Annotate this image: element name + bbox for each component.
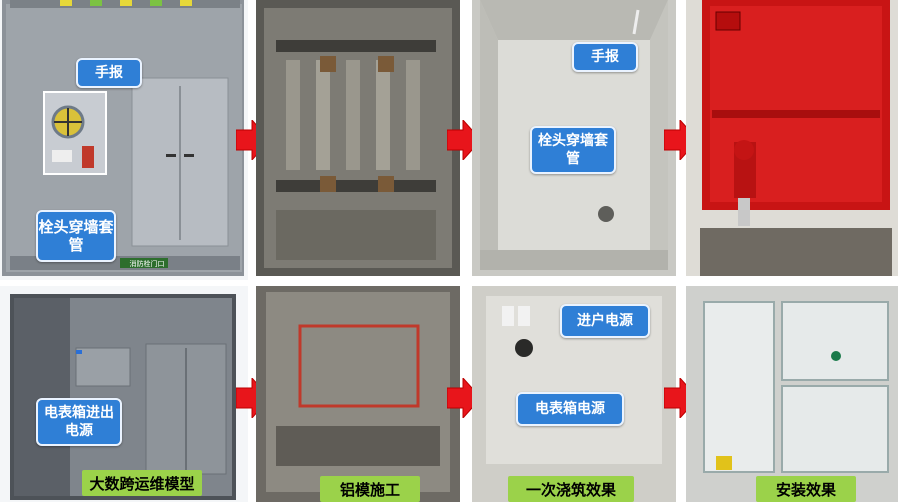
model-meter-illustration <box>10 294 236 500</box>
incoming-power-callout: 进户电源 <box>560 304 650 338</box>
caption-model: 大数跨运维模型 <box>82 470 202 496</box>
concrete-niche-photo-bottom: 进户电源 电表箱电源 一次浇筑效果 <box>472 286 676 502</box>
caption-install: 安装效果 <box>756 476 856 502</box>
meter-box-illustration <box>686 286 898 502</box>
hydrant-cabinet-illustration <box>686 0 898 276</box>
hydrant-sleeve-callout: 栓头穿墙套管 <box>530 126 616 174</box>
hydrant-sleeve-callout: 栓头穿墙套管 <box>36 210 116 262</box>
aluminum-formwork-photo-top <box>256 0 460 276</box>
model-hydrant-panel: 手报 栓头穿墙套管 消防栓门口 <box>0 0 248 280</box>
meter-box-power-callout: 电表箱进出电源 <box>36 398 122 446</box>
aluminum-formwork-photo-bottom: 铝模施工 <box>256 286 460 502</box>
model-hydrant-illustration <box>2 0 244 276</box>
model-meter-box-panel: 电表箱进出电源 大数跨运维模型 <box>0 286 248 502</box>
manual-alarm-callout: 手报 <box>572 42 638 72</box>
formwork-bottom-texture <box>256 286 460 502</box>
caption-formwork: 铝模施工 <box>320 476 420 502</box>
manual-alarm-callout: 手报 <box>76 58 142 88</box>
concrete-niche-photo-top: 手报 栓头穿墙套管 <box>472 0 676 276</box>
installed-hydrant-cabinet-photo <box>686 0 898 276</box>
formwork-texture <box>256 0 460 276</box>
door-plaque: 消防栓门口 <box>129 260 165 268</box>
installed-meter-box-photo: 安装效果 <box>686 286 898 502</box>
caption-pour: 一次浇筑效果 <box>508 476 634 502</box>
meter-box-power-callout-2: 电表箱电源 <box>516 392 624 426</box>
